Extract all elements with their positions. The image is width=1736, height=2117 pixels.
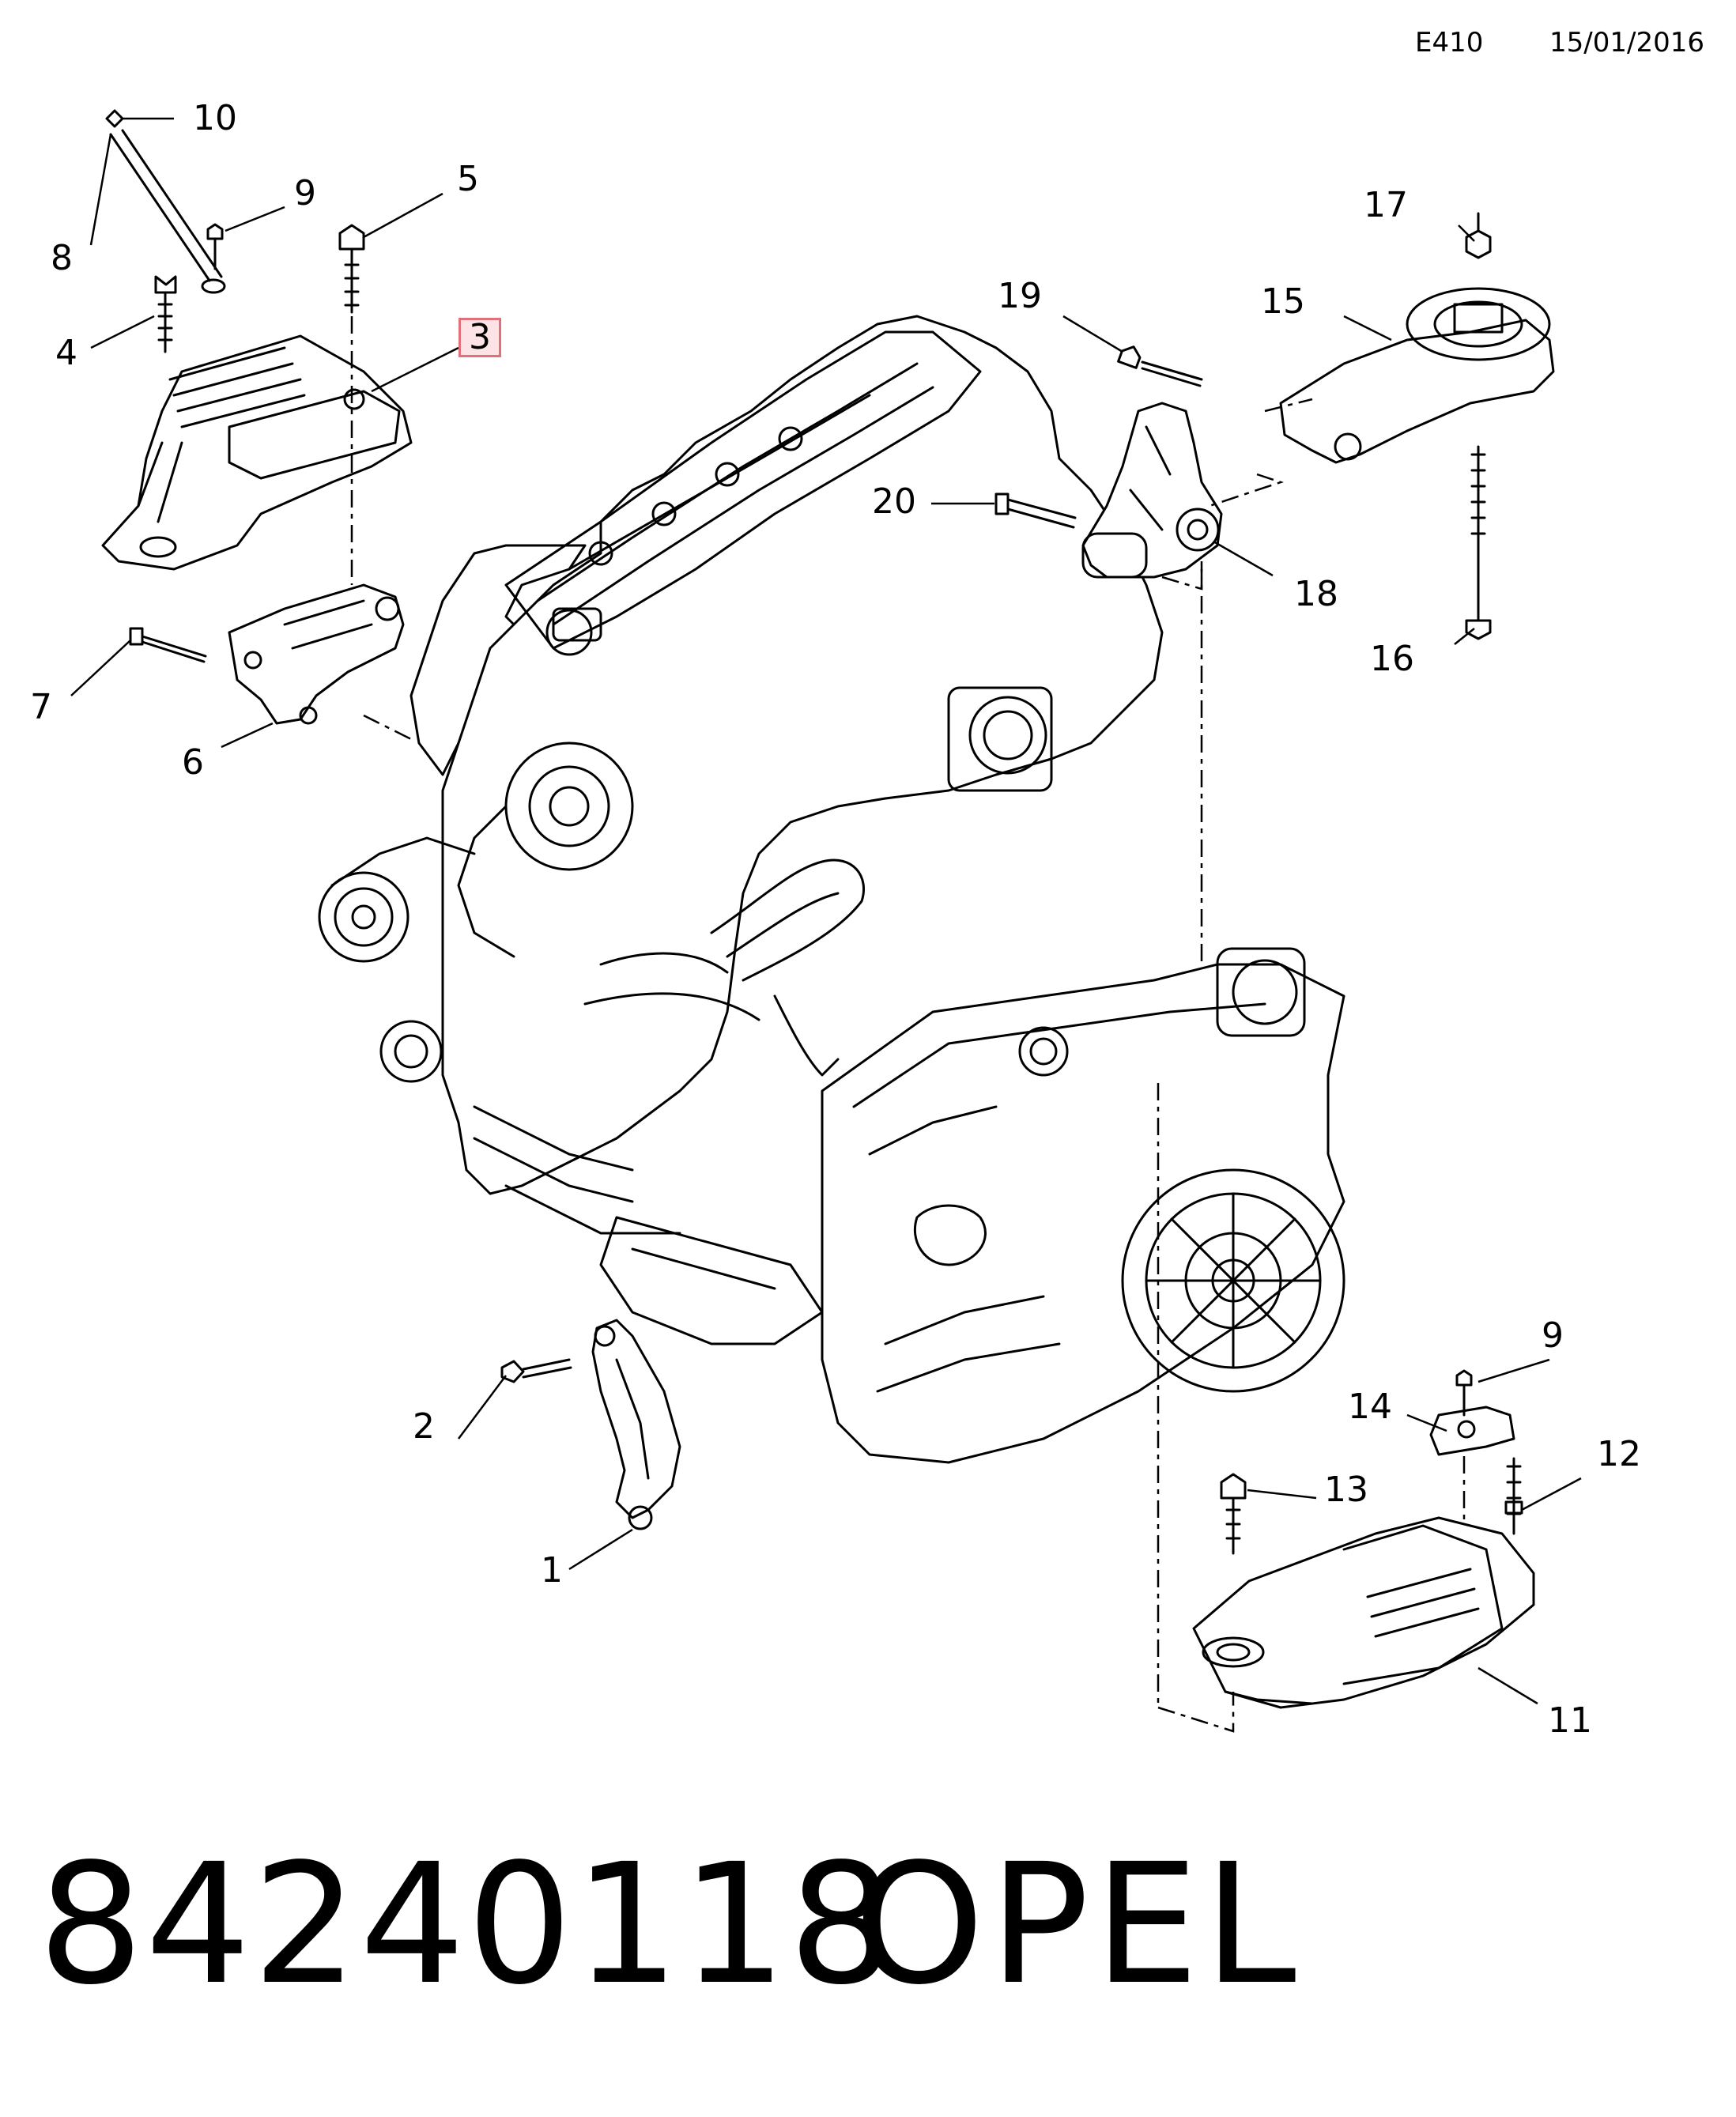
diagram-date: 15/01/2016 <box>1549 27 1704 58</box>
callout-7: 7 <box>30 687 52 727</box>
transaxle-assembly <box>821 947 1345 1464</box>
callout-9-upper: 9 <box>294 173 316 213</box>
callout-20: 20 <box>872 481 916 522</box>
callout-5: 5 <box>457 159 479 199</box>
bolt-5 <box>338 224 365 314</box>
bolt-13 <box>1220 1473 1247 1555</box>
brand-name: OPEL <box>854 1828 1301 2021</box>
callout-19: 19 <box>998 276 1042 316</box>
transmission-mount-11 <box>1192 1516 1535 1709</box>
bolt-16 <box>1465 445 1492 640</box>
left-engine-mount-3 <box>101 334 413 571</box>
callout-17: 17 <box>1364 185 1408 225</box>
callout-10: 10 <box>193 98 237 138</box>
callout-16: 16 <box>1370 639 1414 679</box>
bolt-2 <box>500 1358 572 1383</box>
stud-12 <box>1504 1457 1523 1535</box>
callout-8: 8 <box>51 238 73 278</box>
callout-11: 11 <box>1548 1700 1592 1741</box>
bolt-19 <box>1117 345 1203 387</box>
bracket-14 <box>1429 1406 1515 1456</box>
callout-12: 12 <box>1597 1434 1641 1474</box>
callout-3-highlighted[interactable]: 3 <box>459 318 501 357</box>
bolt-9-lower <box>1455 1369 1473 1417</box>
part-number: 84240118 <box>38 1828 896 2021</box>
nut-17 <box>1465 212 1492 259</box>
diagram-code: E410 <box>1415 27 1484 58</box>
bolt-4 <box>154 275 177 353</box>
callout-2: 2 <box>413 1406 435 1447</box>
callout-18: 18 <box>1294 574 1338 614</box>
callout-14: 14 <box>1348 1387 1392 1427</box>
callout-4: 4 <box>55 333 77 373</box>
bracket-6 <box>228 583 405 725</box>
callout-15: 15 <box>1261 281 1305 322</box>
rear-torque-link-15 <box>1279 287 1555 464</box>
engine-assembly <box>318 315 1164 1345</box>
callout-6: 6 <box>182 742 204 783</box>
callout-13: 13 <box>1324 1470 1368 1510</box>
callout-1: 1 <box>541 1550 563 1591</box>
bolt-7 <box>129 627 207 663</box>
bracket-18 <box>1081 402 1223 579</box>
bolt-20 <box>994 492 1077 529</box>
bolt-9-upper <box>206 223 224 270</box>
bracket-1 <box>591 1319 681 1530</box>
callout-9-lower: 9 <box>1542 1315 1564 1356</box>
